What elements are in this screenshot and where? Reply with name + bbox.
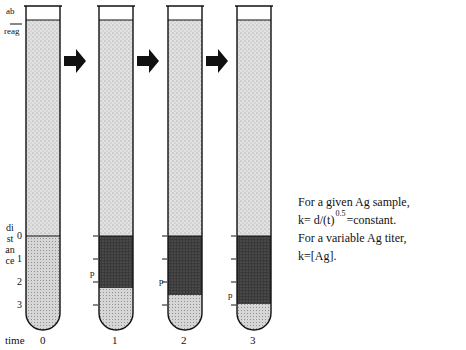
fill-line [237,20,271,21]
equation-note: k= d/(t) [298,214,334,228]
precipitin-band [168,236,202,295]
fill-line [26,20,60,21]
scale-tick [93,305,98,306]
antibody-layer [168,20,202,236]
scale-number: 2 [17,276,22,288]
reagent-label: ab [6,6,15,16]
band-marker: p [159,276,164,286]
interface-line [99,236,133,237]
test-tube [168,6,202,330]
test-tube [237,6,271,330]
interface-line [237,236,271,237]
equation-exponent: 0.5 [335,209,345,218]
band-marker: p [228,290,233,300]
tube-rim [166,5,204,6]
time-number: 3 [250,334,256,347]
time-number: 1 [112,334,118,347]
scale-tick [162,305,167,306]
scale-number: 3 [17,299,22,311]
fill-line [99,20,133,21]
axis-title: distance [5,222,15,266]
scale-tick [231,236,236,237]
antibody-layer [26,20,60,236]
scale-tick [231,305,236,306]
antibody-layer [99,20,133,236]
scale-tick [231,259,236,260]
antigen-gel [99,236,133,330]
reagent-label: reag [4,26,20,36]
test-tube [99,6,133,330]
tube-rim [235,5,273,6]
equation-note: For a given Ag sample, [298,196,410,210]
scale-number: 0 [17,230,22,242]
band-marker: p [90,268,95,278]
tube-rim [97,5,135,6]
antibody-layer [237,20,271,236]
interface-line [26,236,60,237]
interface-line [168,236,202,237]
equation-note: k=[Ag]. [298,250,336,264]
equation-note: =constant. [346,214,396,228]
scale-tick [162,259,167,260]
scale-tick [93,282,98,283]
scale-tick [162,236,167,237]
antigen-gel [237,236,271,330]
time-number: 2 [181,334,187,347]
antigen-gel [168,236,202,330]
scale-tick [93,236,98,237]
precipitin-band [237,236,271,304]
antigen-gel [26,236,60,330]
time-number: 0 [40,334,46,347]
scale-number: 1 [17,253,22,265]
scale-tick [93,259,98,260]
scale-tick [231,282,236,283]
fill-line [168,20,202,21]
axis-title: time [5,334,25,347]
precipitin-band [99,236,133,288]
equation-note: For a variable Ag titer, [298,232,407,246]
tube-rim [24,5,62,6]
test-tube [26,6,60,330]
